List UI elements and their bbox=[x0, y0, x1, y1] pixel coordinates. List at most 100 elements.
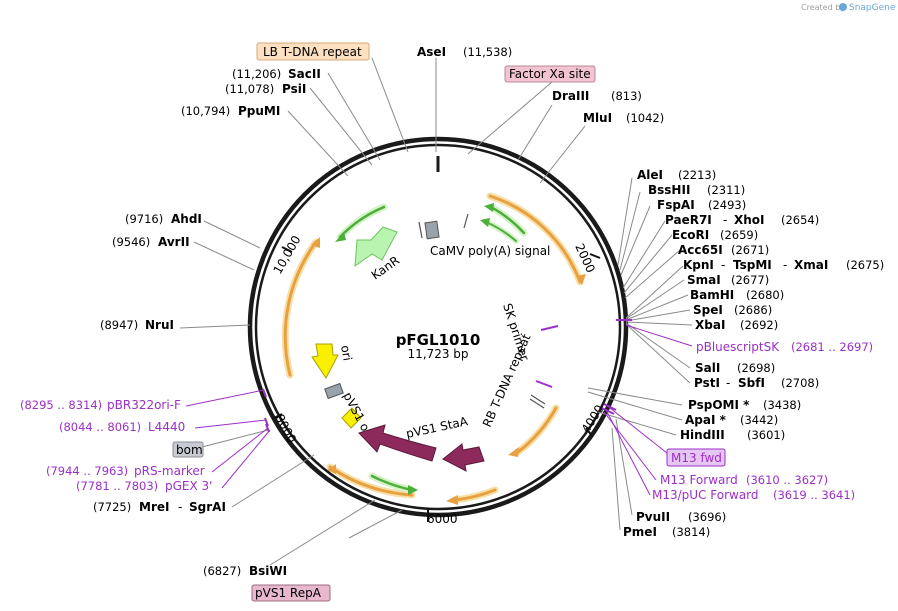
site-bsiwi[interactable]: (6827) BsiWI bbox=[203, 564, 287, 578]
svg-text:HindIII: HindIII bbox=[680, 428, 725, 442]
svg-text:SmaI: SmaI bbox=[687, 273, 721, 287]
svg-text:(3442): (3442) bbox=[740, 413, 778, 427]
svg-text:SacII: SacII bbox=[288, 67, 321, 81]
repa-arrow bbox=[442, 443, 485, 472]
svg-text:KpnI: KpnI bbox=[683, 258, 714, 272]
camv-polya-label: CaMV poly(A) signal bbox=[430, 244, 550, 258]
svg-text:MreI: MreI bbox=[139, 500, 169, 514]
primer-m13-puc-forward[interactable]: M13/pUC Forward (3619 .. 3641) bbox=[652, 488, 855, 502]
svg-text:BamHI: BamHI bbox=[690, 288, 734, 302]
site-psti-sbfi[interactable]: PstI - SbfI (2708) bbox=[694, 376, 819, 390]
site-bamhi[interactable]: BamHI (2680) bbox=[690, 288, 784, 302]
svg-text:(3814): (3814) bbox=[672, 525, 710, 539]
primer-l4440[interactable]: (8044 .. 8061) L4440 bbox=[59, 420, 185, 434]
site-pspomi[interactable]: PspOMI * (3438) bbox=[688, 398, 801, 412]
feature-box-factor-xa[interactable]: Factor Xa site bbox=[504, 65, 596, 83]
site-asei[interactable]: AseI (11,538) bbox=[417, 45, 512, 59]
svg-text:(2671): (2671) bbox=[731, 243, 769, 257]
tick-mark-10000 bbox=[281, 246, 293, 253]
site-loc: (813) bbox=[611, 89, 642, 103]
site-avrii[interactable]: (9546) AvrII bbox=[112, 235, 190, 249]
svg-text:(8044 .. 8061): (8044 .. 8061) bbox=[59, 420, 141, 434]
svg-text:ApaI *: ApaI * bbox=[685, 413, 727, 427]
svg-text:(3696): (3696) bbox=[688, 510, 726, 524]
svg-text:(2311): (2311) bbox=[707, 183, 745, 197]
created-by-text: Created by bbox=[801, 3, 845, 12]
feature-box-m13-fwd[interactable]: M13 fwd bbox=[666, 448, 726, 467]
feature-box-lb-tdna[interactable]: LB T-DNA repeat bbox=[256, 42, 370, 61]
svg-text:PvuII: PvuII bbox=[636, 510, 670, 524]
site-hindiii[interactable]: HindIII (3601) bbox=[680, 428, 785, 442]
svg-text:TspMI: TspMI bbox=[733, 258, 772, 272]
svg-text:PstI: PstI bbox=[694, 376, 720, 390]
site-fspai[interactable]: FspAI (2493) bbox=[657, 198, 746, 212]
site-xbai[interactable]: XbaI (2692) bbox=[695, 318, 778, 332]
ori-arrow bbox=[311, 343, 339, 379]
site-pvuii[interactable]: PvuII (3696) bbox=[636, 510, 726, 524]
svg-text:PpuMI: PpuMI bbox=[238, 104, 280, 118]
svg-text:-: - bbox=[726, 376, 730, 390]
bom-box bbox=[324, 382, 344, 400]
site-Erui[interactable]: (8947) NruI bbox=[100, 318, 174, 332]
pvs1-repa-label: pVS1 RepA bbox=[255, 586, 322, 600]
site-name: DraIII bbox=[552, 89, 589, 103]
ring-primer-marks bbox=[262, 319, 632, 433]
primer-pgex3[interactable]: (7781 .. 7803) pGEX 3' bbox=[76, 479, 212, 493]
site-ahdi[interactable]: (9716) AhdI bbox=[125, 212, 202, 226]
primer-leader-lines bbox=[185, 324, 693, 496]
snapgene-brand: SnapGene bbox=[849, 3, 896, 13]
tick-label-6000: 6000 bbox=[427, 512, 458, 526]
svg-text:(3610 .. 3627): (3610 .. 3627) bbox=[746, 473, 828, 487]
plasmid-size: 11,723 bp bbox=[407, 347, 468, 361]
site-mrei-sgrai[interactable]: (7725) MreI - SgrAI bbox=[93, 500, 226, 514]
svg-text:(8947): (8947) bbox=[100, 318, 138, 332]
svg-text:(11,206): (11,206) bbox=[232, 67, 281, 81]
primer-m13-forward[interactable]: M13 Forward (3610 .. 3627) bbox=[660, 473, 828, 487]
svg-text:(2493): (2493) bbox=[708, 198, 746, 212]
site-sali[interactable]: SalI (2698) bbox=[695, 361, 775, 375]
factor-xa-mark bbox=[463, 213, 469, 229]
site-pmei[interactable]: PmeI (3814) bbox=[623, 525, 710, 539]
svg-text:pRS-marker: pRS-marker bbox=[134, 464, 205, 478]
site-sacii[interactable]: (11,206) SacII bbox=[232, 67, 321, 81]
site-kpni-tspmi-xmai[interactable]: KpnI - TspMI - XmaI (2675) bbox=[683, 258, 884, 272]
svg-text:BsiWI: BsiWI bbox=[249, 564, 287, 578]
svg-text:Acc65I: Acc65I bbox=[678, 243, 723, 257]
feature-box-pvs1-repa[interactable]: pVS1 RepA bbox=[251, 584, 331, 602]
site-smai[interactable]: SmaI (2677) bbox=[687, 273, 769, 287]
ring-ticks: 2000 4000 6000 8000 10,000 bbox=[270, 233, 606, 526]
rb-primer-mark bbox=[535, 380, 553, 388]
svg-text:(8295 .. 8314): (8295 .. 8314) bbox=[20, 398, 102, 412]
site-bsshii[interactable]: BssHII (2311) bbox=[648, 183, 745, 197]
site-apai[interactable]: ApaI * (3442) bbox=[685, 413, 778, 427]
site-psii[interactable]: (11,078) PsiI bbox=[225, 82, 306, 96]
svg-text:AvrII: AvrII bbox=[158, 235, 190, 249]
svg-text:(7725): (7725) bbox=[93, 500, 131, 514]
site-spei[interactable]: SpeI (2686) bbox=[693, 303, 772, 317]
primer-pbr322ori-f[interactable]: (8295 .. 8314) pBR322ori-F bbox=[20, 398, 181, 412]
svg-text:(2686): (2686) bbox=[734, 303, 772, 317]
site-mlui[interactable]: MluI (1042) bbox=[583, 111, 664, 125]
rb-repeat-mark-2 bbox=[529, 398, 545, 409]
svg-text:SpeI: SpeI bbox=[693, 303, 723, 317]
site-alei[interactable]: AleI (2213) bbox=[637, 168, 716, 182]
site-draiii[interactable]: DraIII (813) bbox=[552, 89, 642, 103]
svg-text:SalI: SalI bbox=[695, 361, 720, 375]
svg-text:-: - bbox=[723, 213, 727, 227]
svg-text:EcoRI: EcoRI bbox=[672, 228, 709, 242]
svg-text:(2213): (2213) bbox=[678, 168, 716, 182]
svg-text:(2692): (2692) bbox=[740, 318, 778, 332]
primer-prs-marker[interactable]: (7944 .. 7963) pRS-marker bbox=[46, 464, 205, 478]
site-acc65i[interactable]: Acc65I (2671) bbox=[678, 243, 769, 257]
svg-text:(3438): (3438) bbox=[763, 398, 801, 412]
svg-text:(3601): (3601) bbox=[747, 428, 785, 442]
factor-xa-label: Factor Xa site bbox=[509, 67, 591, 81]
lb-repeat-mark bbox=[418, 221, 423, 239]
site-ppumi[interactable]: (10,794) PpuMI bbox=[181, 104, 280, 118]
rb-repeat-mark-1 bbox=[530, 394, 546, 405]
svg-text:(2681 .. 2697): (2681 .. 2697) bbox=[791, 340, 873, 354]
primer-pbluescriptsk[interactable]: pBluescriptSK (2681 .. 2697) bbox=[696, 340, 873, 354]
feature-box-bom[interactable]: bom bbox=[172, 441, 204, 458]
site-paer7i-xhoi[interactable]: PaeR7I - XhoI (2654) bbox=[665, 213, 819, 227]
site-ecori[interactable]: EcoRI (2659) bbox=[672, 228, 758, 242]
